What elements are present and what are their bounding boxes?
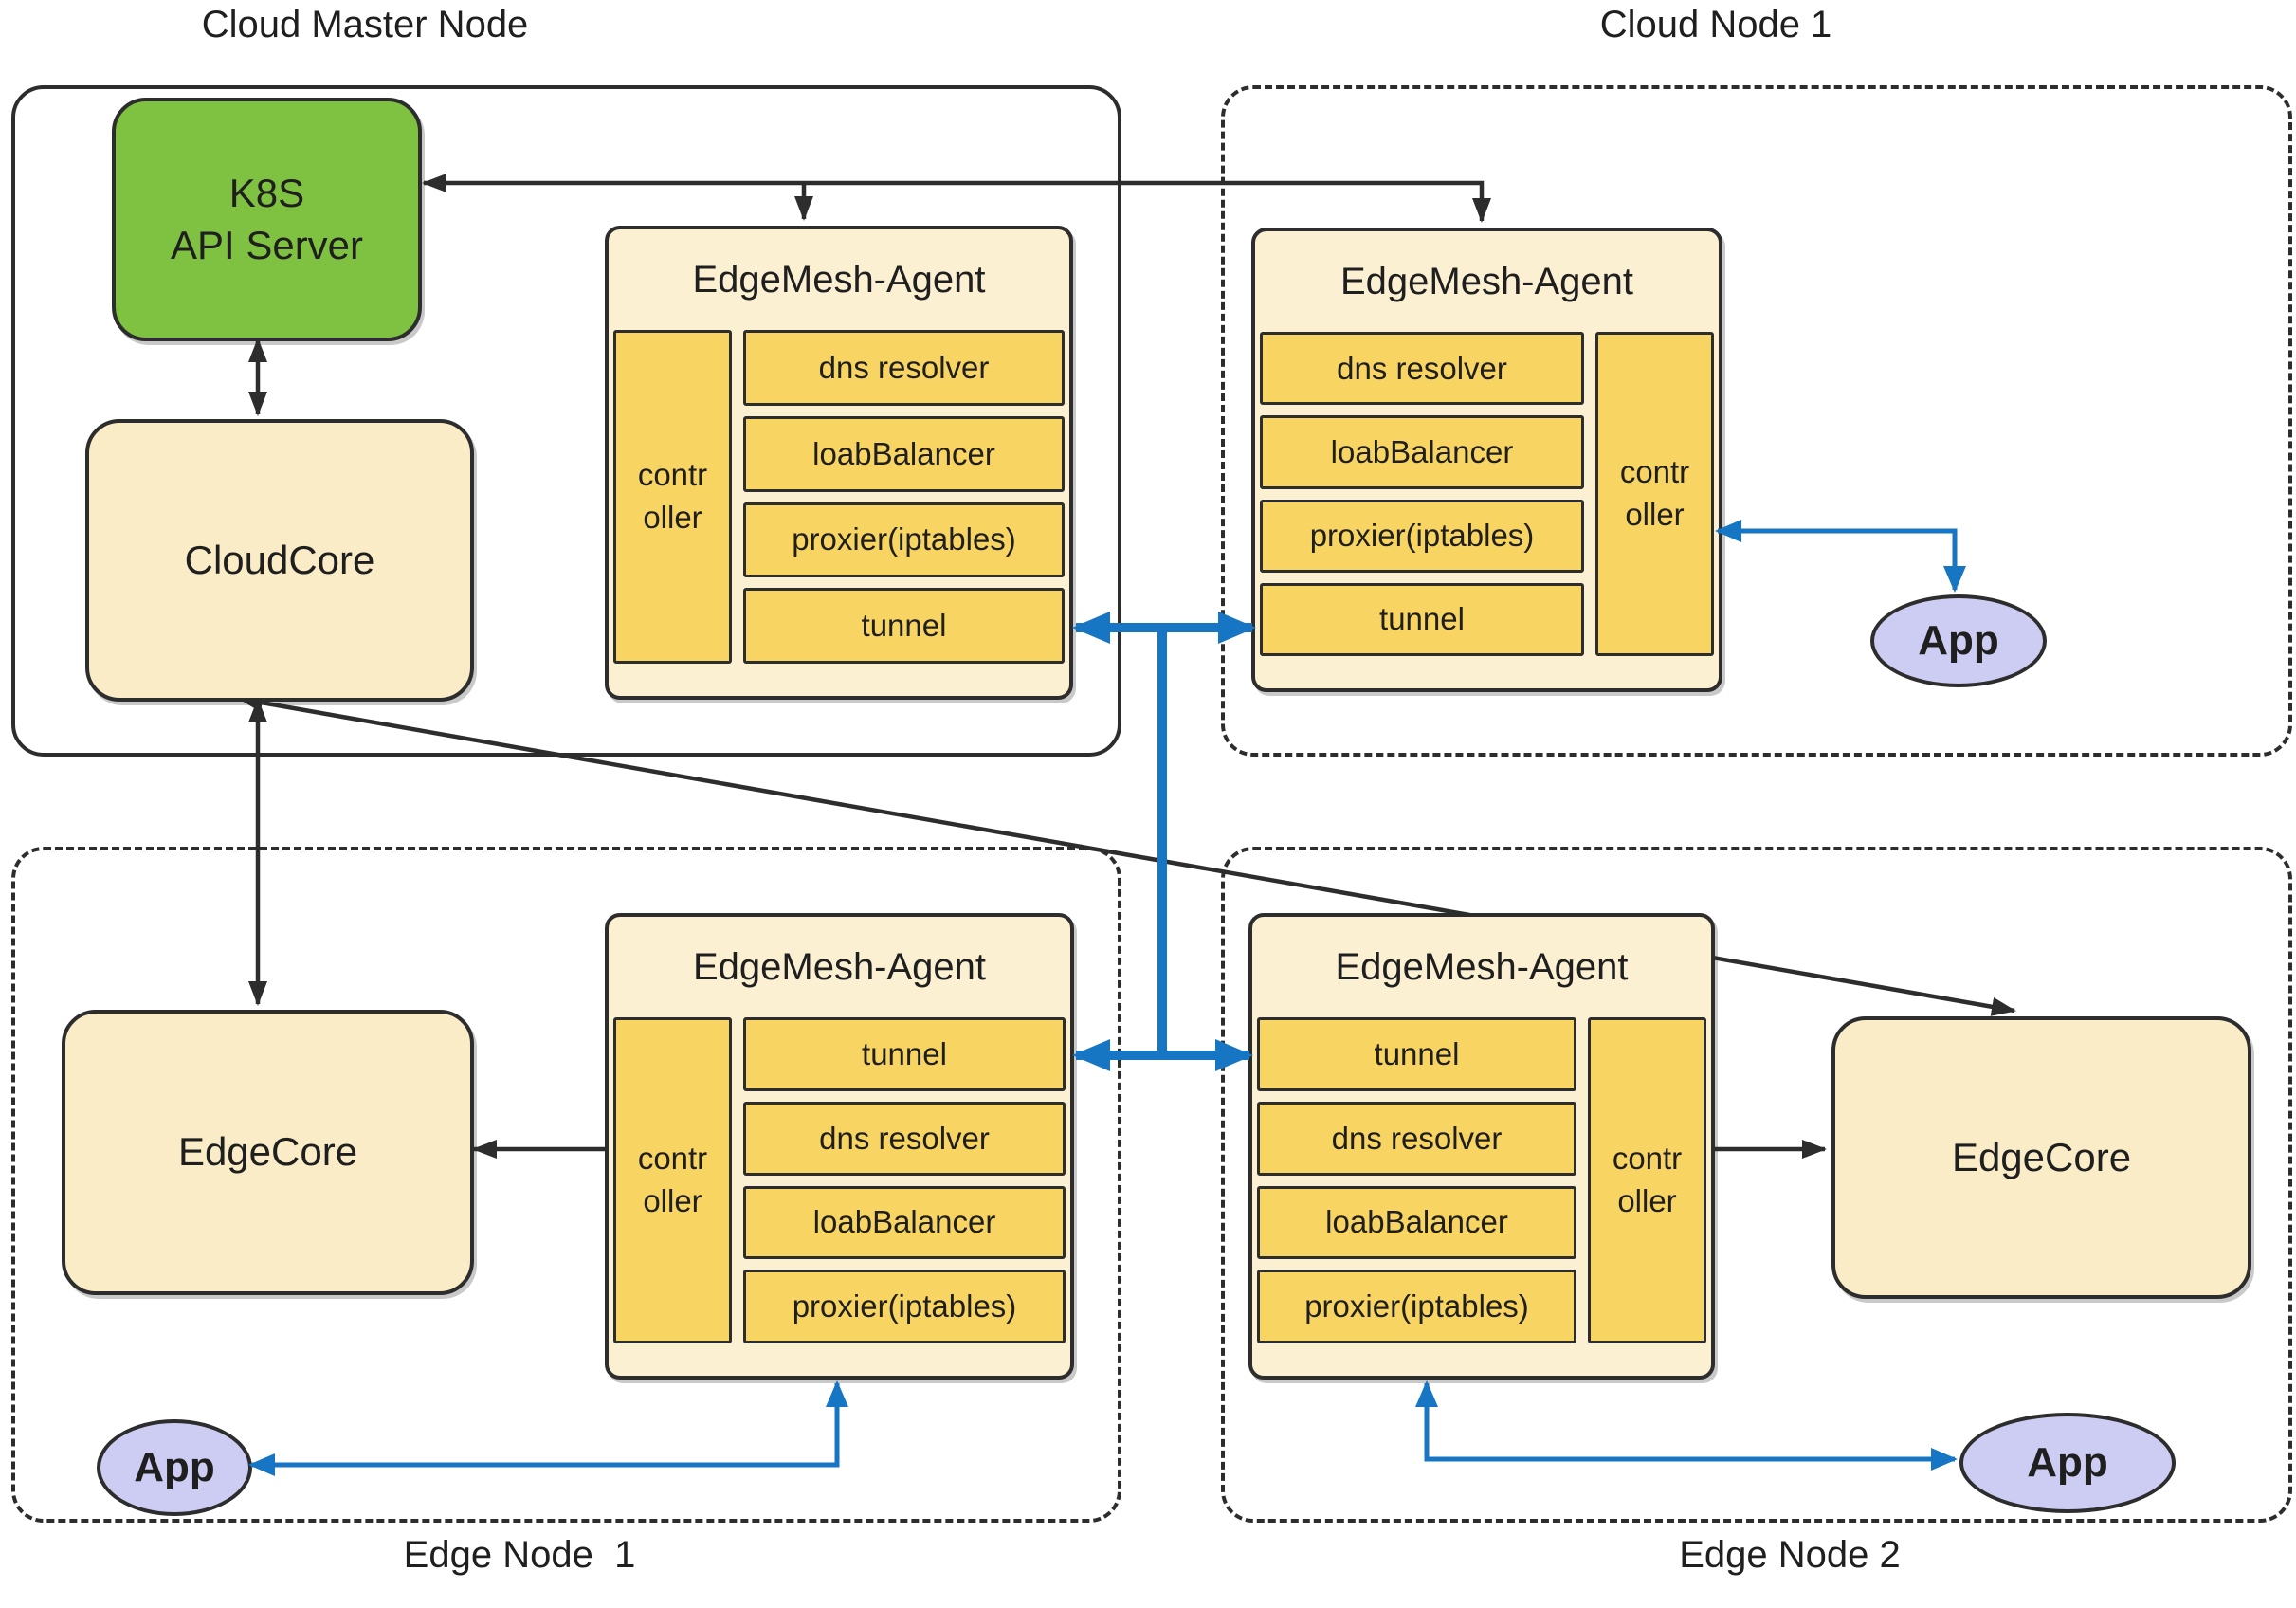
label-edge-node-1: Edge Node 1	[403, 1534, 636, 1576]
agent-module-proxier: proxier(iptables)	[743, 1270, 1066, 1343]
agent-cloud-node-1: EdgeMesh-Agent dns resolver loabBalancer…	[1251, 228, 1722, 692]
node-app-edge-1: App	[97, 1419, 252, 1516]
agent-module-loadbalancer: loabBalancer	[1257, 1185, 1576, 1260]
agent-controller: contr oller	[1595, 332, 1714, 656]
label-edge-node-2: Edge Node 2	[1679, 1534, 1901, 1576]
agent-title: EdgeMesh-Agent	[1335, 945, 1629, 988]
agent-module-loadbalancer: loabBalancer	[743, 1185, 1066, 1260]
label-cloud-master-node: Cloud Master Node	[201, 4, 529, 46]
agent-edge-node-2: EdgeMesh-Agent tunnel dns resolver loabB…	[1248, 913, 1715, 1380]
agent-module-dns-resolver: dns resolver	[1257, 1101, 1576, 1176]
node-app-cloud-1: App	[1870, 594, 2047, 687]
node-edgecore-1: EdgeCore	[62, 1010, 474, 1295]
agent-edge-node-1: EdgeMesh-Agent contr oller tunnel dns re…	[605, 913, 1074, 1380]
agent-module-proxier: proxier(iptables)	[743, 502, 1065, 578]
agent-module-proxier: proxier(iptables)	[1260, 499, 1584, 573]
agent-module-proxier: proxier(iptables)	[1257, 1270, 1576, 1343]
agent-module-tunnel: tunnel	[743, 588, 1065, 664]
node-app-edge-2: App	[1959, 1413, 2176, 1513]
node-k8s-api-server: K8S API Server	[112, 98, 422, 341]
node-edgecore-2: EdgeCore	[1831, 1016, 2251, 1299]
agent-module-tunnel: tunnel	[1257, 1017, 1576, 1091]
agent-module-loadbalancer: loabBalancer	[1260, 415, 1584, 489]
agent-module-tunnel: tunnel	[743, 1017, 1066, 1091]
agent-module-tunnel: tunnel	[1260, 582, 1584, 656]
agent-title: EdgeMesh-Agent	[692, 258, 986, 301]
agent-cloud-master: EdgeMesh-Agent contr oller dns resolver …	[605, 226, 1073, 700]
agent-controller: contr oller	[613, 1017, 732, 1343]
agent-module-dns-resolver: dns resolver	[743, 330, 1065, 406]
agent-title: EdgeMesh-Agent	[1339, 260, 1634, 302]
node-cloudcore: CloudCore	[85, 419, 474, 702]
agent-title: EdgeMesh-Agent	[692, 945, 987, 988]
agent-module-dns-resolver: dns resolver	[743, 1101, 1066, 1176]
agent-controller: contr oller	[613, 330, 732, 664]
agent-controller: contr oller	[1588, 1017, 1706, 1343]
label-cloud-node-1: Cloud Node 1	[1599, 4, 1832, 46]
agent-module-loadbalancer: loabBalancer	[743, 415, 1065, 492]
agent-module-dns-resolver: dns resolver	[1260, 332, 1584, 406]
